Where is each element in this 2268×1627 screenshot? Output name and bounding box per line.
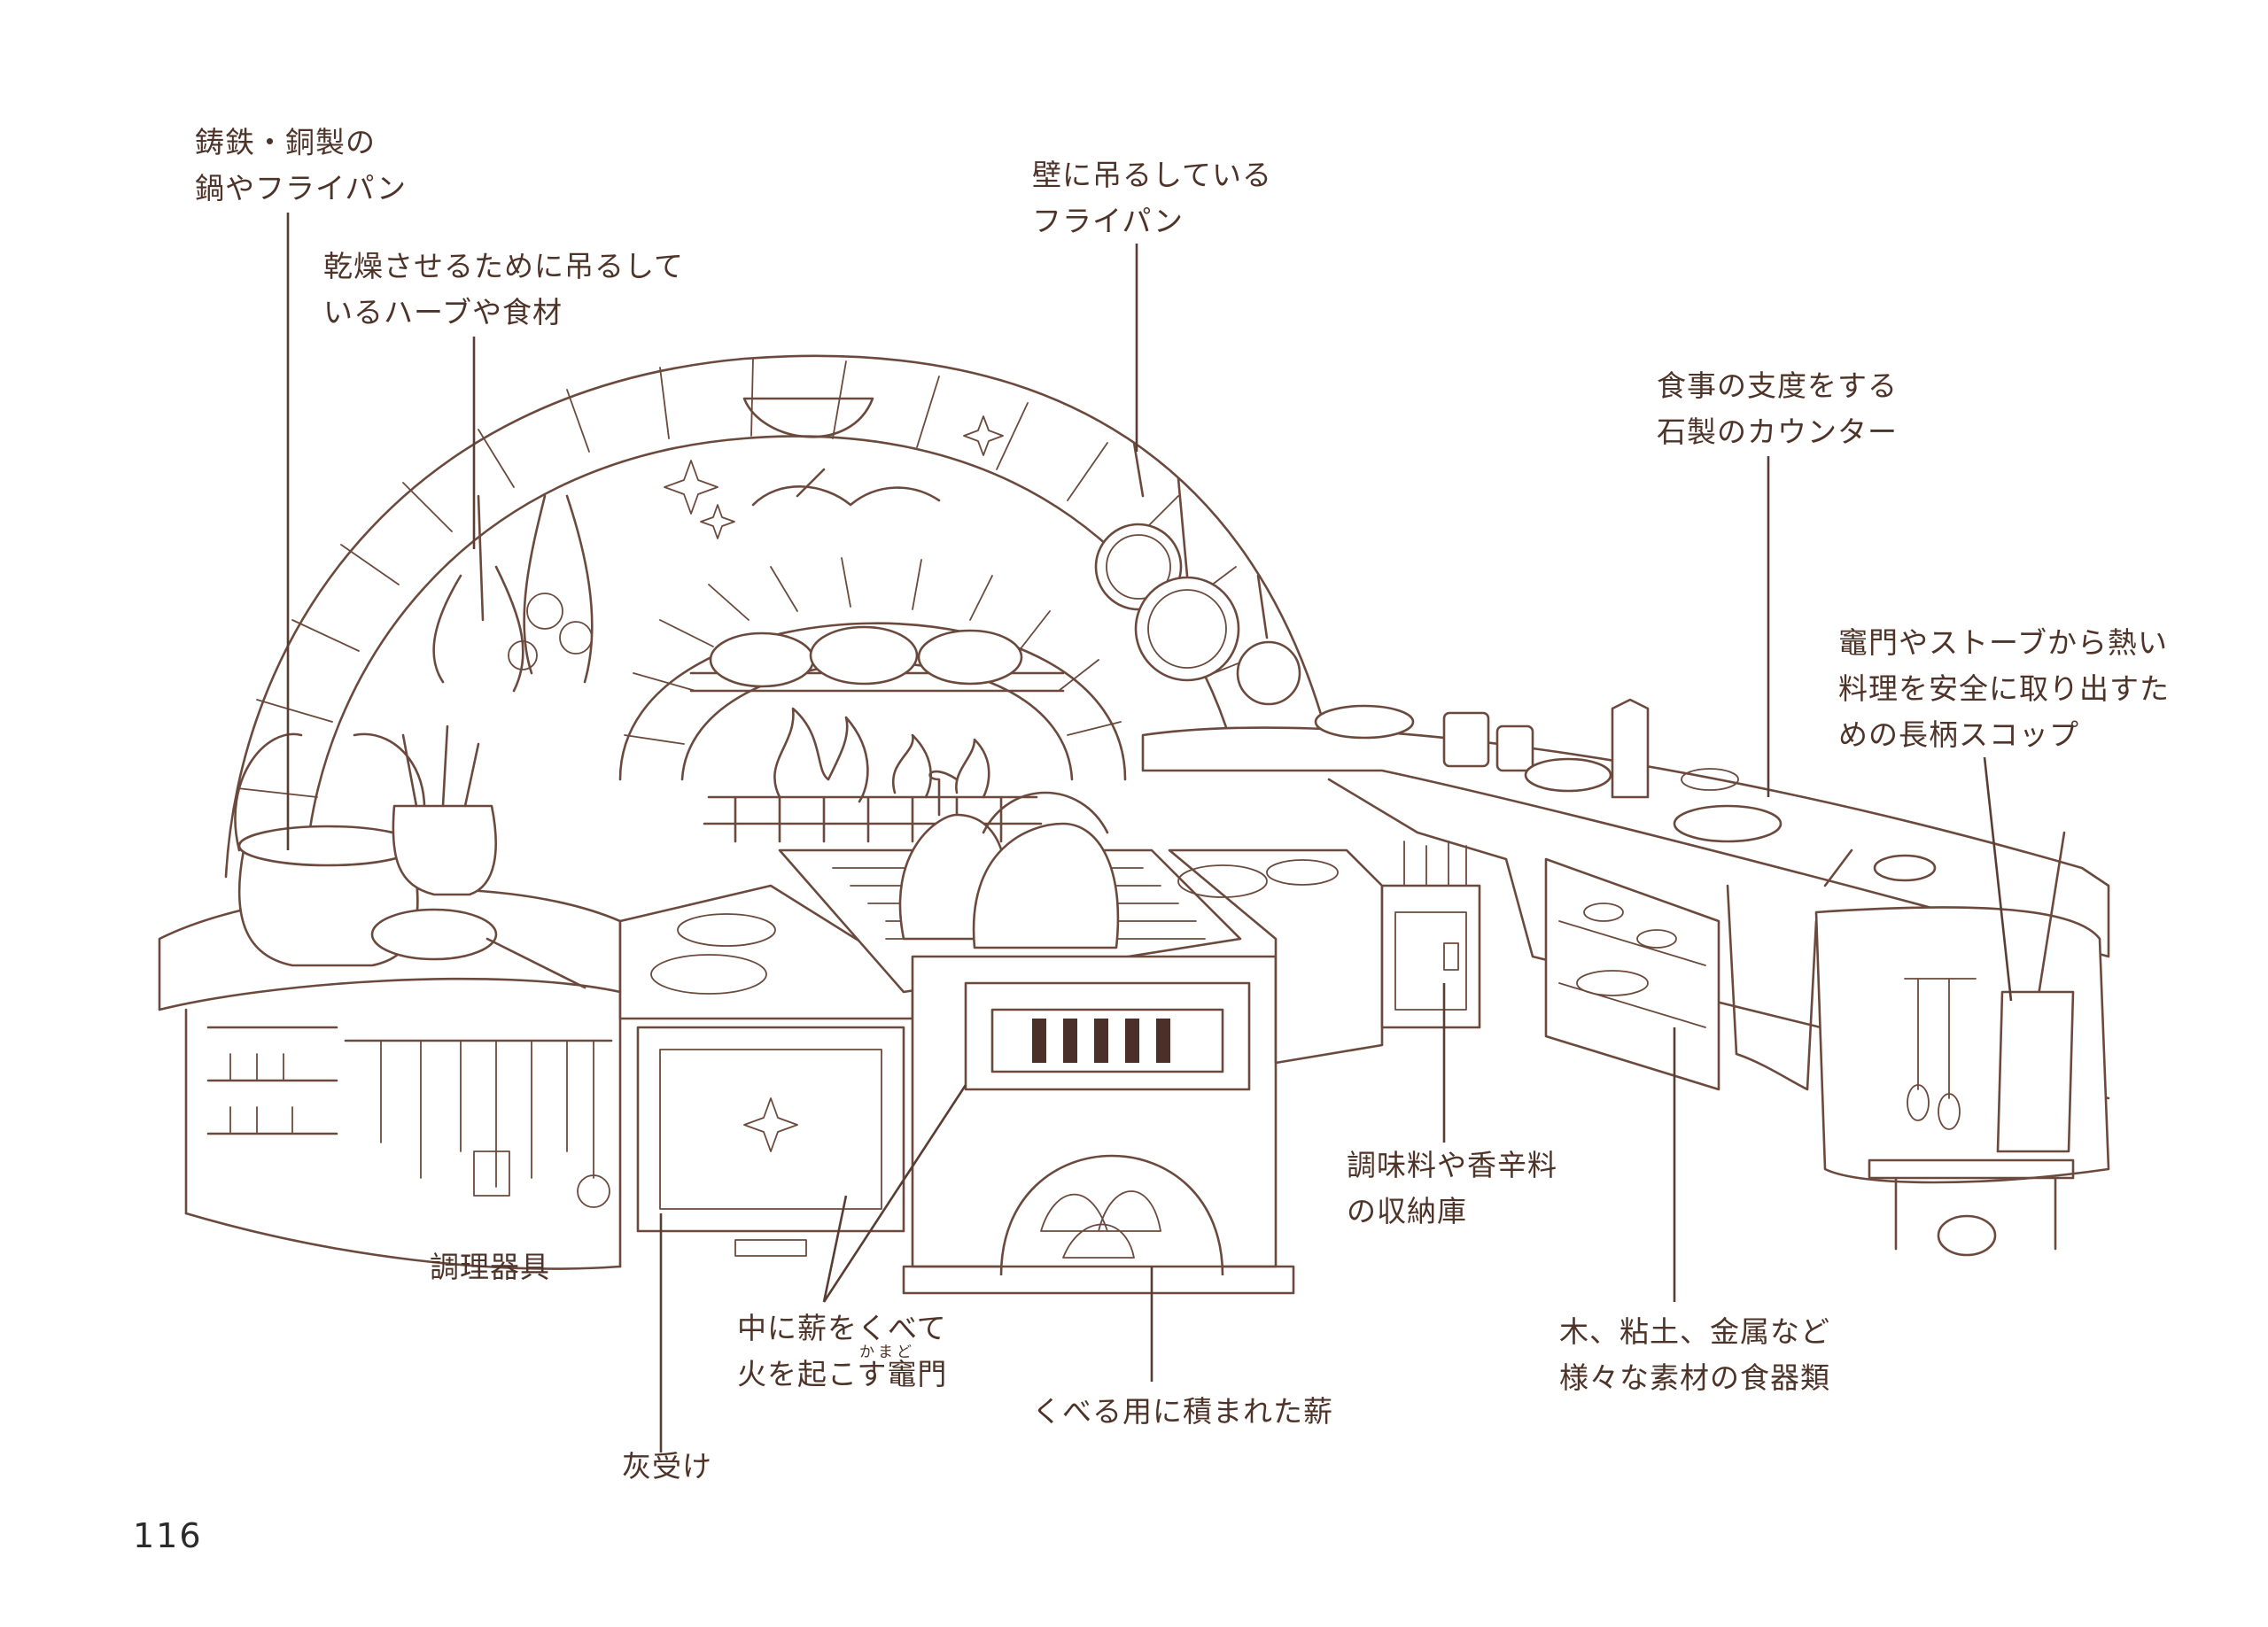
label-line: 乾燥させるために吊るして [323, 249, 685, 283]
label-line: の収納庫 [1347, 1194, 1467, 1228]
firebox-ruby: かまど [859, 1344, 915, 1361]
herb-bundles [432, 494, 594, 693]
label-line: 竈門やストーブから熱い [1838, 625, 2169, 660]
central-stove [618, 770, 1384, 1295]
label-line: 調理器具 [430, 1250, 550, 1284]
label-line: 料理を安全に取り出すた [1838, 671, 2170, 706]
spice-cabinet [1380, 841, 1481, 1029]
label-line: 火を起こす竈門 [737, 1357, 948, 1391]
leader-lines [286, 213, 2013, 1453]
label-tableware: 木、粘土、金属など 様々な素材の食器類 [1559, 1309, 1830, 1401]
label-line: 食事の支度をする [1657, 368, 1898, 403]
label-line: いるハーブや食材 [323, 295, 563, 329]
label-line: 木、粘土、金属など [1559, 1314, 1830, 1349]
label-line: 灰受け [622, 1449, 712, 1484]
label-utensils: 調理器具 [430, 1244, 550, 1290]
page-number: 116 [133, 1516, 203, 1555]
label-stone-counter: 食事の支度をする 石製のカウンター [1657, 363, 1898, 455]
label-line: 中に薪をくべて [737, 1311, 947, 1345]
bread-oven [618, 557, 1127, 843]
label-ash-tray: 灰受け [622, 1444, 712, 1490]
label-line: 鍋やフライパン [195, 171, 407, 205]
label-hanging-pan: 壁に吊るしている フライパン [1032, 152, 1272, 244]
label-firebox: 中に薪をくべて 火を起こす竈門 [737, 1305, 947, 1398]
label-cast-iron-pans: 鋳鉄・銅製の 鍋やフライパン [195, 120, 407, 212]
label-line: 鋳鉄・銅製の [195, 125, 376, 159]
hanging-pans [1094, 441, 1301, 706]
label-stacked-firewood: くべる用に積まれた薪 [1032, 1389, 1333, 1435]
label-line: フライパン [1032, 204, 1184, 238]
label-line: 壁に吊るしている [1032, 158, 1273, 192]
label-long-shovel: 竈門やストーブから熱い 料理を安全に取り出すた めの長柄スコップ [1838, 620, 2170, 758]
label-line: くべる用に積まれた薪 [1032, 1394, 1333, 1429]
left-counter [158, 724, 622, 1270]
label-line: 調味料や香辛料 [1347, 1148, 1557, 1182]
label-line: 様々な素材の食器類 [1559, 1360, 1830, 1395]
label-line: めの長柄スコップ [1838, 717, 2079, 752]
label-drying-herbs: 乾燥させるために吊るして いるハーブや食材 [323, 244, 684, 336]
label-spice-storage: 調味料や香辛料 の収納庫 [1347, 1143, 1557, 1235]
label-line: 石製のカウンター [1657, 414, 1898, 449]
right-counter [1141, 698, 2110, 1257]
